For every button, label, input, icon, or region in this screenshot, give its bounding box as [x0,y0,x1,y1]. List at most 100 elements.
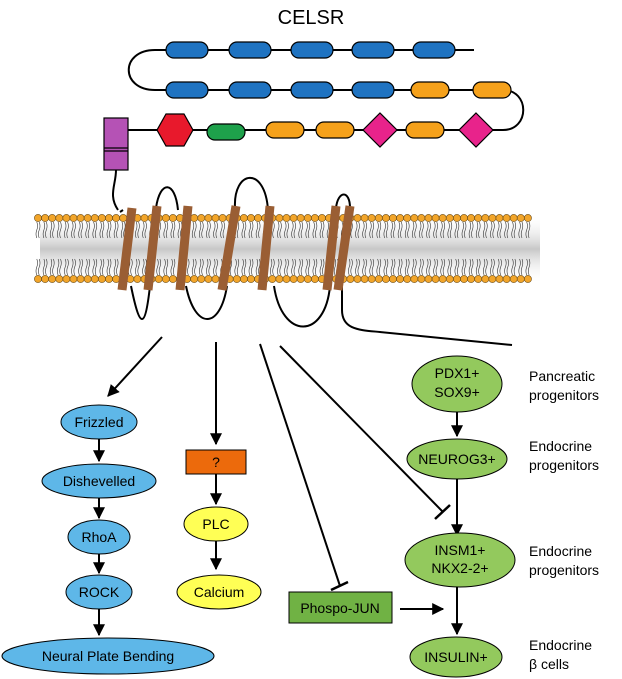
lipid-tail [277,221,282,239]
lipid-tail [383,221,389,239]
lipid-head [424,214,433,222]
lipid-head [289,275,298,283]
lipid-head [239,214,248,222]
lipid-head [389,214,397,222]
stage-endocrine-b-line2: progenitors [529,562,599,578]
lipid-tail [376,258,382,276]
lipid-head [303,275,312,283]
lipid-tail [461,221,467,239]
lipid-tail [234,258,240,276]
lipid-tail [483,221,488,239]
lipid-head [424,275,433,283]
plc-label: PLC [202,516,229,532]
lipid-head [275,275,284,283]
lipid-tail [199,258,204,276]
lipid-head [502,275,511,283]
lipid-head [502,214,511,222]
lipid-tail [35,258,41,276]
lipid-head [83,214,92,222]
lipid-head [381,214,390,222]
transmembrane-helix [143,205,162,291]
lipid-tail [490,221,495,239]
lipid-head [452,275,461,283]
lipid-tail [383,258,389,276]
lipid-tail [298,258,303,276]
lipid-tail [120,221,126,239]
lipid-tail [142,258,147,276]
lipid-head [360,275,369,283]
lipid-tail [199,221,204,239]
diagram-title: CELSR [278,7,345,29]
lipid-tail [433,221,438,239]
lipid-head [310,275,319,283]
lipid-head [495,275,504,283]
lipid-head [34,214,42,222]
orange-domain [265,121,305,139]
lipid-tail [504,221,509,239]
transmembrane-loops [119,177,513,346]
lipid-head [396,214,404,222]
lipid-head [296,275,305,283]
lipid-head [296,214,305,222]
lipid-tail [113,221,119,239]
lipid-tail [390,258,396,276]
lipid-tail [220,221,225,239]
lipid-tail [355,258,360,276]
lipid-head [346,275,355,283]
stage-endocrine-b-line1: Endocrine [529,543,592,559]
lipid-tail [291,258,296,276]
frizzled-label: Frizzled [74,414,123,430]
lipid-tail [92,221,98,239]
rock-label: ROCK [79,584,120,600]
lipid-head [62,214,71,222]
lipid-tail [213,258,218,276]
lipid-tail [135,258,140,276]
lipid-head [48,275,57,283]
lipid-tail [376,221,382,239]
lipid-tail [312,221,318,239]
lipid-tail [497,258,502,276]
red-hexagon-domain [156,113,194,147]
lipid-head [112,214,120,222]
neurog3-label: NEUROG3+ [418,451,495,467]
stage-endocrine-a-line2: progenitors [529,457,599,473]
lipid-tail [440,258,445,276]
lipid-head [509,275,518,283]
lipid-tail [191,221,197,239]
insm1-label: INSM1+ [435,542,486,558]
lipid-tail [206,258,211,276]
lipid-tail [99,258,105,276]
lipid-tail [447,258,453,276]
lipid-head [367,214,376,222]
lipid-tail [248,221,254,239]
lipid-head [367,275,376,283]
insm1-nkx22-node [404,532,516,588]
insulin-label: INSULIN+ [424,649,487,665]
lipid-head [282,214,291,222]
lipid-head [410,275,419,283]
lipid-head [353,275,362,283]
lipid-tail [518,258,524,276]
transmembrane-helices [117,205,355,291]
lipid-head [303,214,312,222]
lipid-head [190,275,199,283]
transmembrane-helix [257,205,275,291]
lipid-head [211,275,220,283]
neural-plate-node [1,637,215,675]
lipid-tail [369,221,374,239]
lipid-tail [454,221,460,239]
transmembrane-helix [217,205,241,291]
lipid-head [105,214,113,222]
lipid-tail [433,258,438,276]
lipid-head [69,275,78,283]
insulin-node [409,636,503,678]
lipid-head [168,275,177,283]
lipid-tail [78,258,83,276]
lipid-tail [475,258,481,276]
lipid-tail [355,221,360,239]
stage-endocrine-a-line1: Endocrine [529,438,592,454]
lipid-tail [42,221,48,239]
lipid-tail [362,258,367,276]
unknown-node [185,449,247,475]
cadherin-repeat [290,81,334,99]
